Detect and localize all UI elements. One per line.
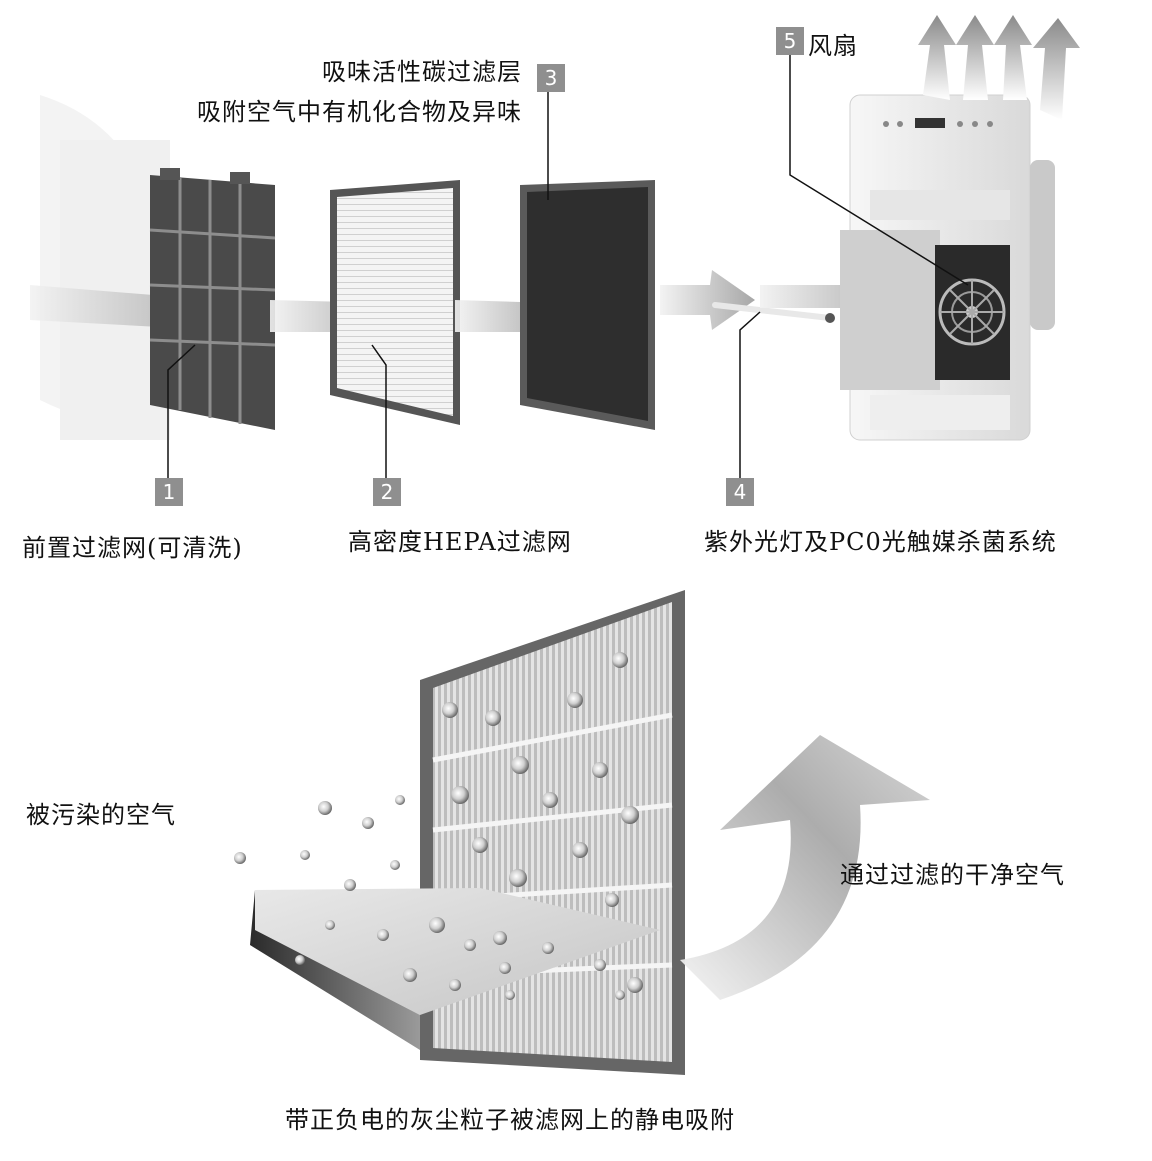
airflow-arrow-1	[30, 280, 250, 350]
badge-1: 1	[155, 478, 183, 506]
label-carbon-line1: 吸味活性碳过滤层	[322, 58, 522, 86]
fan-icon	[938, 278, 1006, 346]
purifier-unit	[840, 94, 1055, 441]
clean-air-arrow	[680, 735, 930, 1000]
badge-2: 2	[373, 478, 401, 506]
caption-electrostatic: 带正负电的灰尘粒子被滤网上的静电吸附	[285, 1106, 735, 1134]
electrostatic-filter	[420, 590, 685, 1075]
dust-particles	[234, 652, 643, 1000]
incoming-air-tray	[250, 888, 660, 1050]
hepa-filter	[330, 180, 460, 425]
airflow-arrow-4	[660, 270, 755, 330]
display-panel	[915, 118, 945, 128]
label-uv-system: 紫外光灯及PC0光触媒杀菌系统	[704, 528, 1057, 556]
badge-5: 5	[776, 27, 804, 55]
leader-lines	[167, 52, 969, 478]
label-hepa-filter: 高密度HEPA过滤网	[348, 528, 572, 556]
badge-3: 3	[537, 64, 565, 92]
label-carbon-line2: 吸附空气中有机化合物及异味	[197, 98, 522, 126]
label-pre-filter: 前置过滤网(可清洗)	[22, 534, 243, 562]
exhaust-arrows	[918, 15, 1080, 120]
carbon-filter	[520, 180, 655, 430]
label-polluted-air: 被污染的空气	[26, 801, 176, 829]
label-clean-air: 通过过滤的干净空气	[840, 861, 1065, 889]
uv-lamp	[712, 302, 833, 321]
label-fan: 风扇	[808, 32, 858, 60]
badge-4: 4	[726, 478, 754, 506]
pre-filter	[149, 168, 276, 430]
side-filter-panel	[840, 230, 940, 390]
